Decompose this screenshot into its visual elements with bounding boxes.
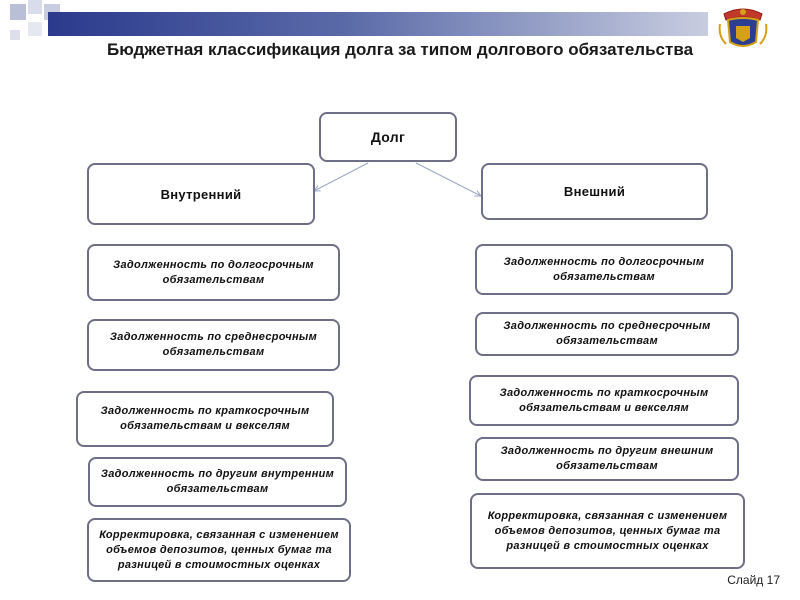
internal-item-label: Задолженность по другим внутренним обяза… (100, 468, 335, 495)
root-node-debt: Долг (319, 112, 457, 162)
internal-item-adjustment: Корректировка, связанная с изменением об… (87, 518, 351, 582)
external-debt-node: Внешний (481, 163, 708, 220)
external-item-label: Корректировка, связанная с изменением об… (487, 509, 728, 552)
header-band (48, 12, 708, 36)
external-item-label: Задолженность по краткосрочным обязатель… (499, 386, 709, 414)
external-item-label: Задолженность по среднесрочным обязатель… (503, 320, 711, 347)
internal-item-label: Корректировка, связанная с изменением об… (99, 528, 339, 571)
arrow-to-internal (314, 162, 369, 191)
external-item-shortterm: Задолженность по краткосрочным обязатель… (469, 375, 739, 426)
internal-debt-node: Внутренний (87, 163, 315, 225)
external-item-label: Задолженность по другим внешним обязател… (500, 445, 714, 472)
page-title: Бюджетная классификация долга за типом д… (106, 40, 694, 59)
corner-square (28, 22, 42, 36)
internal-item-longterm: Задолженность по долгосрочным обязательс… (87, 244, 340, 301)
coat-of-arms-icon (716, 6, 770, 52)
external-item-label: Задолженность по долгосрочным обязательс… (503, 255, 705, 283)
root-node-label: Долг (370, 128, 406, 145)
corner-square (28, 0, 42, 14)
slide-number: Слайд 17 (727, 573, 780, 587)
internal-item-label: Задолженность по краткосрочным обязатель… (100, 405, 310, 432)
internal-item-label: Задолженность по среднесрочным обязатель… (109, 331, 318, 358)
external-item-mediumterm: Задолженность по среднесрочным обязатель… (475, 312, 739, 356)
arrow-to-external (415, 162, 481, 196)
internal-item-other: Задолженность по другим внутренним обяза… (88, 457, 347, 507)
external-item-other: Задолженность по другим внешним обязател… (475, 437, 739, 481)
external-item-adjustment: Корректировка, связанная с изменением об… (470, 493, 745, 569)
internal-item-mediumterm: Задолженность по среднесрочным обязатель… (87, 319, 340, 371)
internal-item-shortterm: Задолженность по краткосрочным обязатель… (76, 391, 334, 447)
corner-square (10, 30, 20, 40)
external-item-longterm: Задолженность по долгосрочным обязательс… (475, 244, 733, 295)
internal-item-label: Задолженность по долгосрочным обязательс… (113, 258, 314, 286)
external-debt-label: Внешний (563, 184, 626, 199)
corner-square (10, 4, 26, 20)
internal-debt-label: Внутренний (160, 186, 242, 202)
